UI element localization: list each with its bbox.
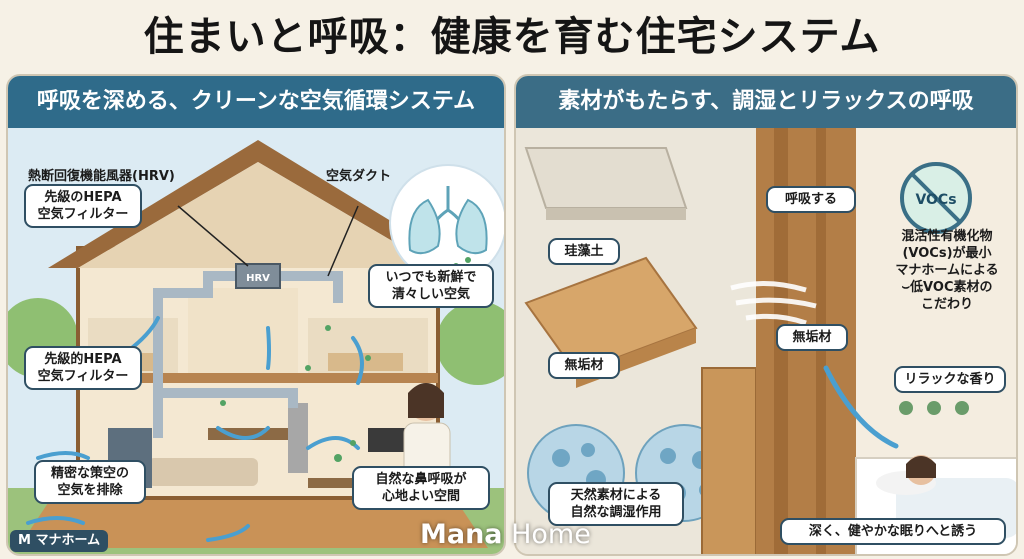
airflow-arrows	[26, 316, 364, 542]
tree-right	[436, 301, 504, 385]
label-solid-wood: 無垢材	[548, 352, 620, 379]
label-hepa-filter-mid: 先級的HEPA 空気フィルター	[24, 346, 142, 390]
air-duct-lower	[158, 388, 298, 408]
brand-watermark: Mana Home	[420, 518, 610, 552]
label-humidity-control: 天然素材による 自然な調湿作用	[548, 482, 684, 526]
hrv-unit	[235, 263, 281, 289]
left-panel-heading: 呼吸を深める、クリーンな空気循環システム	[8, 76, 504, 128]
logo-mark-icon: M	[18, 533, 31, 548]
left-panel-air-circulation: 呼吸を深める、クリーンな空気循環システム	[6, 74, 506, 556]
upper-hall	[188, 288, 298, 373]
attic	[78, 162, 438, 268]
label-diatomaceous-earth: 珪藻土	[548, 238, 620, 265]
right-panel-materials: 素材がもたらす、調湿とリラックスの呼吸 VOCs	[514, 74, 1018, 556]
pointer-duct	[327, 205, 359, 277]
label-breathes: 呼吸する	[766, 186, 856, 213]
aroma-arrow	[823, 365, 899, 449]
label-hrv: 熱断回復機能風器(HRV)	[28, 169, 175, 184]
fridge	[288, 403, 308, 473]
coffee-table	[308, 478, 368, 488]
lung-right-icon	[455, 198, 488, 255]
voc-badge-label: VOCs	[915, 192, 956, 208]
lung-left-icon	[408, 198, 441, 255]
tv	[368, 428, 408, 452]
air-particles	[220, 325, 371, 462]
mana-home-logo: M マナホーム	[10, 530, 109, 552]
label-relaxing-aroma: リラックな香り	[894, 366, 1006, 393]
breathing-wisps	[730, 280, 817, 326]
label-voc-minimized: 混活性有機化物 (VOCs)が最小 マナホームによる ⌣低VOC素材の こだわり	[895, 229, 999, 312]
diatom-sample	[524, 147, 688, 209]
right-panel-heading: 素材がもたらす、調湿とリラックスの呼吸	[516, 76, 1016, 128]
brand-bold: Mana	[420, 519, 503, 550]
logo-text: マナホーム	[35, 533, 101, 548]
brand-light: Home	[502, 519, 591, 550]
label-nose-breathing: 自然な鼻呼吸が 心地よい空間	[352, 466, 490, 510]
leaf-icons	[899, 401, 969, 415]
label-solid-wood-column: 無垢材	[776, 324, 848, 351]
label-deep-sleep: 深く、健やかな眠りへと誘う	[780, 518, 1006, 545]
label-exhaust-air: 精密な策空の 空気を排除	[34, 460, 146, 504]
label-air-duct: 空気ダクト	[326, 169, 392, 184]
kitchen-counter	[208, 428, 298, 440]
wood-trim	[701, 367, 757, 554]
page-title: 住まいと呼吸：健康を育む住宅システム	[143, 14, 881, 60]
pointer-hrv	[177, 205, 249, 267]
label-hepa-filter-top: 先級のHEPA 空気フィルター	[24, 184, 142, 228]
upper-floor	[78, 373, 438, 383]
sofa	[148, 458, 258, 486]
hrv-unit-label: HRV	[246, 273, 270, 284]
sleeping-woman-hair	[906, 456, 936, 478]
label-fresh-air: いつでも新鮮で 清々しい空気	[368, 264, 494, 308]
bed-right	[328, 353, 403, 371]
woman-hair	[408, 383, 444, 418]
